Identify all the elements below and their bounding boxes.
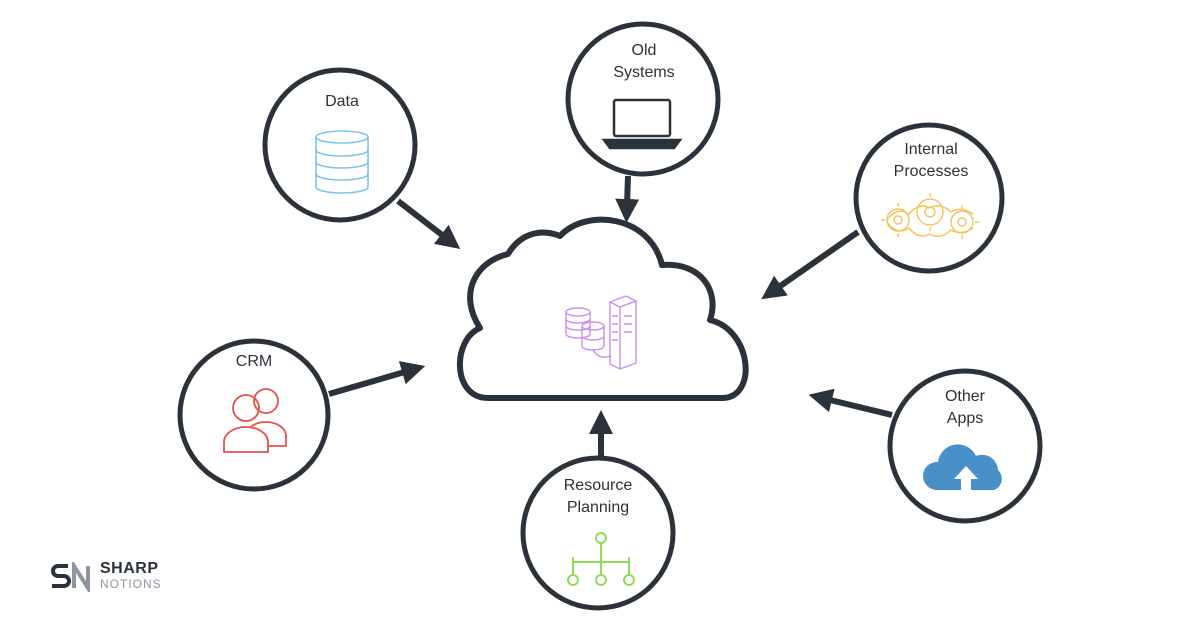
label-internal-processes-line1: Internal: [904, 141, 958, 158]
logo-line1: SHARP: [100, 560, 159, 577]
label-old-systems-line2: Systems: [613, 64, 675, 81]
label-old-systems: Old Systems: [564, 40, 724, 84]
arrow-internal-processes: [761, 229, 860, 300]
brand-logo: SHARP NOTIONS: [50, 560, 180, 594]
laptop-icon: [601, 98, 683, 150]
label-data: Data: [325, 93, 359, 110]
label-resource-planning-line1: Resource: [563, 477, 633, 494]
label-other-apps: Other Apps: [885, 386, 1045, 430]
cloud-upload-icon: [922, 444, 1002, 491]
node-data-circle: [262, 67, 418, 223]
logo-line2: NOTIONS: [100, 577, 162, 591]
label-internal-processes: Internal Processes: [851, 139, 1011, 183]
arrow-data: [396, 198, 461, 249]
node-crm-circle: [177, 338, 331, 492]
label-old-systems-line1: Old: [631, 42, 657, 59]
central-cloud: [457, 216, 749, 401]
arrow-other-apps: [808, 388, 893, 418]
label-other-apps-line1: Other: [944, 388, 985, 405]
server-database-icon: [565, 295, 637, 370]
users-icon: [223, 388, 287, 453]
gear-chain-icon: [881, 193, 979, 239]
arrow-crm: [328, 361, 426, 397]
label-internal-processes-line2: Processes: [893, 163, 969, 180]
label-resource-planning: Resource Planning: [518, 475, 678, 519]
arrow-old-systems: [615, 175, 640, 223]
logo-mark-icon: [51, 562, 90, 592]
database-icon: [315, 130, 369, 194]
hierarchy-icon: [567, 532, 635, 586]
label-crm: CRM: [235, 353, 273, 370]
node-internal-processes-circle: [853, 122, 1005, 274]
label-other-apps-line2: Apps: [946, 410, 984, 427]
label-resource-planning-line2: Planning: [566, 499, 630, 516]
